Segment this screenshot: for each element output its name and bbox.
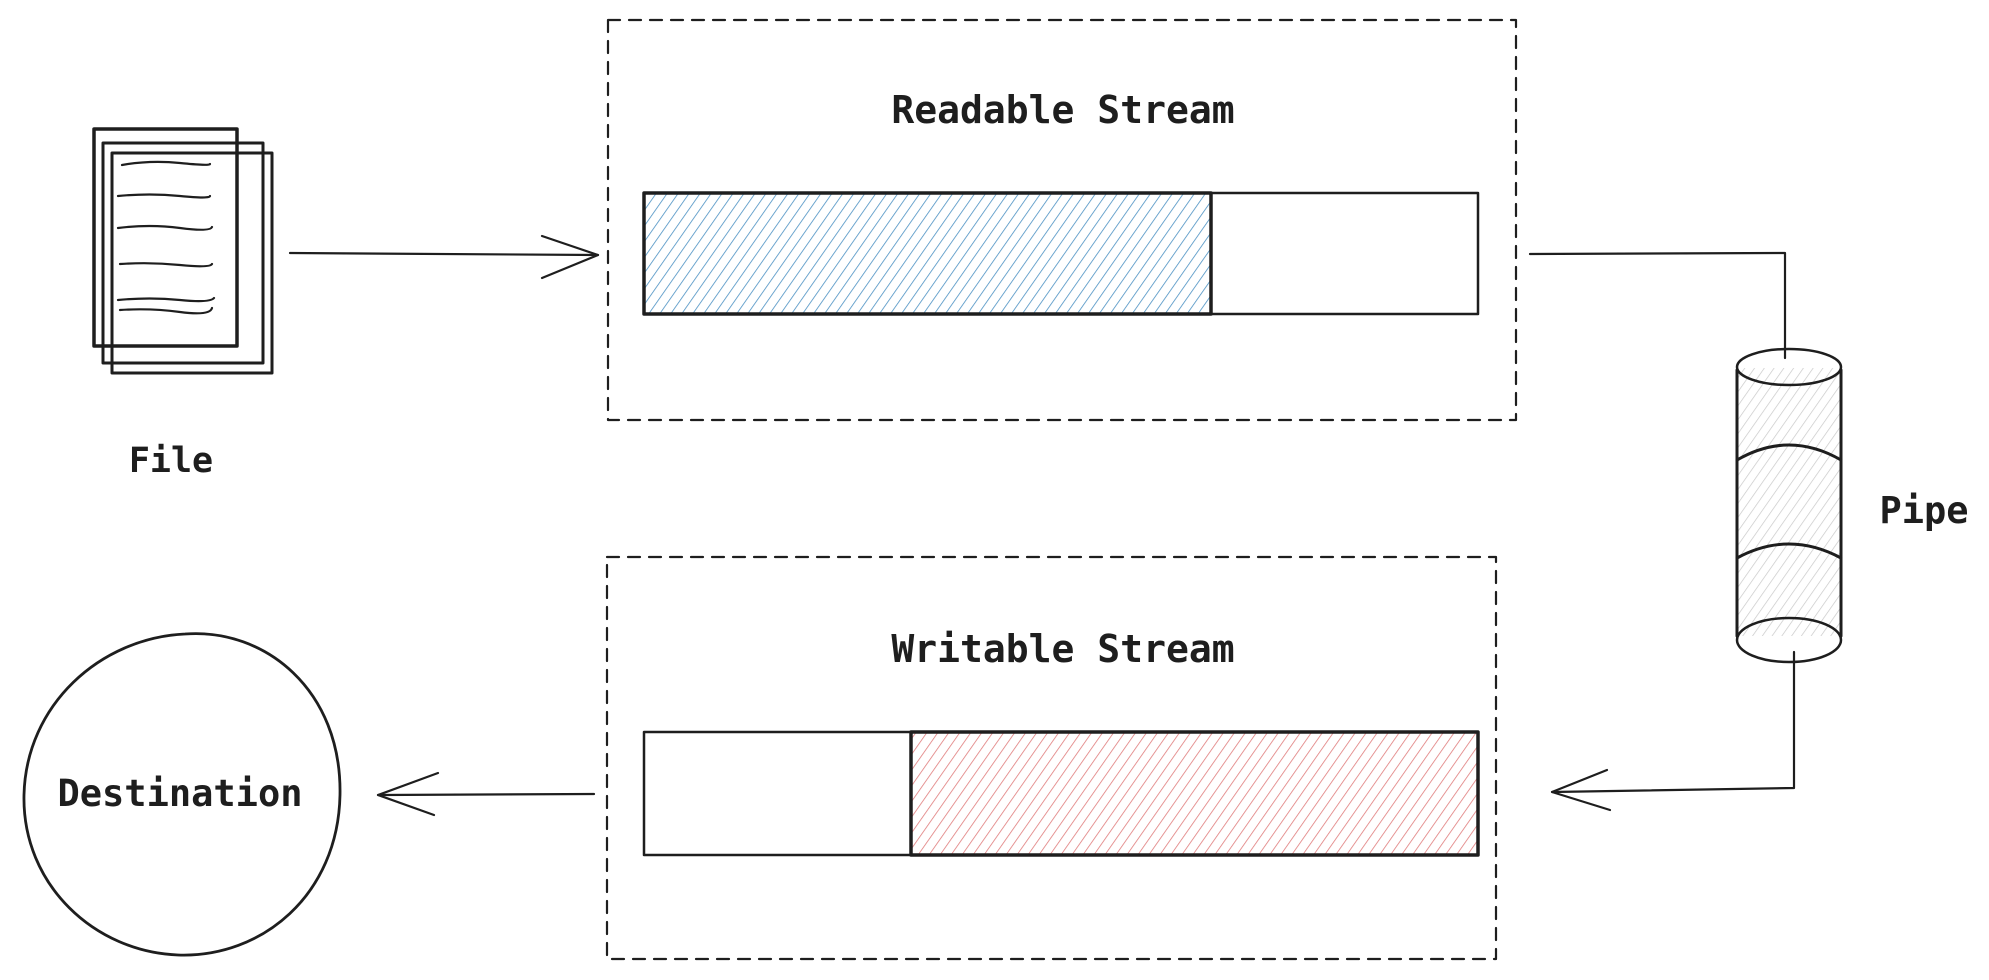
- readable-stream-box: [606, 18, 1518, 422]
- writable-buffer-fill: [911, 732, 1478, 855]
- connector-readable-to-pipe: [1528, 251, 1787, 360]
- writable-buffer: [642, 730, 1480, 857]
- readable-stream-title: Readable Stream: [891, 88, 1234, 132]
- writable-buffer-fill-outline: [909, 730, 1480, 857]
- cylinder-pipe-icon: [1735, 347, 1843, 664]
- pipe-label: Pipe: [1879, 489, 1968, 532]
- document-stack-icon: [92, 127, 274, 375]
- arrow-pipe-to-writable: [1550, 650, 1796, 812]
- arrow-writable-to-destination: [376, 771, 596, 817]
- destination-circle: [22, 632, 342, 957]
- writable-stream-title: Writable Stream: [891, 627, 1234, 671]
- readable-buffer: [642, 191, 1480, 316]
- destination-label: Destination: [57, 772, 302, 815]
- readable-buffer-fill-outline: [642, 191, 1213, 316]
- readable-buffer-fill: [644, 193, 1211, 314]
- arrow-file-to-readable: [288, 234, 600, 280]
- writable-stream-box: [605, 555, 1498, 961]
- file-label: File: [129, 441, 213, 481]
